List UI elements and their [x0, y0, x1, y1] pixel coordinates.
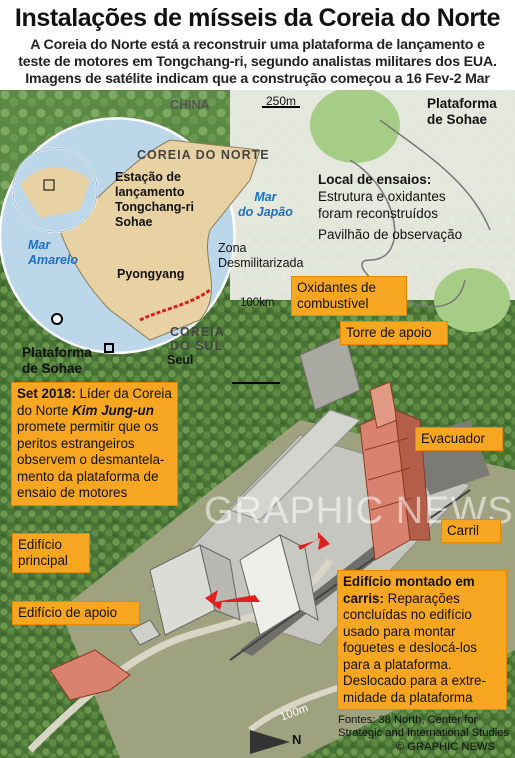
set2018-line: promete permitir que os	[17, 419, 159, 434]
site-illustration: GRAPHIC NEWS CHINA COREIA DO NORTE Estaç…	[0, 87, 515, 758]
main-building-line: Edifício	[18, 537, 62, 552]
sea-line: Amarelo	[28, 253, 79, 267]
label-tower: Torre de apoio	[340, 321, 448, 345]
set2018-line: mento da plataforma de	[17, 468, 159, 484]
inset-label-pad: Plataforma de Sohae	[427, 96, 497, 128]
sk-line: DO SUL	[170, 339, 224, 353]
test-site-line: foram reconstruídos	[318, 206, 439, 221]
inset-scale: 250m	[266, 94, 297, 108]
dmz-line: Desmilitarizada	[218, 256, 304, 270]
label-main-building: Edifício principal	[12, 533, 90, 573]
sea-line: do Japão	[238, 205, 293, 219]
label-rail: Carril	[441, 519, 501, 543]
sea-line: Mar	[28, 238, 51, 252]
rail-building-line: concluídas no edifício	[343, 607, 472, 622]
rail-building-line: foguetes e deslocá-los	[343, 640, 477, 655]
map-label-south-korea: COREIA DO SUL	[170, 325, 225, 353]
set2018-callout: Set 2018: Líder da Coreia do Norte Kim J…	[11, 382, 178, 506]
copyright: © GRAPHIC NEWS	[396, 741, 495, 753]
set2018-line: ensaio de motores	[17, 485, 128, 500]
map-scale: 100km	[240, 297, 275, 309]
set2018-line: peritos estrangeiros	[17, 435, 135, 451]
label-oxidants: Oxidantes de combustível	[291, 276, 407, 316]
inset-test-site: Local de ensaios: Estrutura e oxidantes …	[318, 171, 446, 222]
sources: Fontes: 38 North, Center for Strategic a…	[338, 714, 509, 740]
map-label-pyongyang: Pyongyang	[117, 267, 185, 281]
subtitle: A Coreia do Norte está a reconstruir uma…	[6, 37, 509, 88]
pad-line: de Sohae	[22, 361, 83, 376]
label-support-building: Edifício de apoio	[12, 601, 140, 625]
oxidant-line: Oxidantes de	[297, 280, 376, 295]
rail-building-callout: Edifício montado em carris: Reparações c…	[337, 570, 507, 710]
map-label-station: Estação de lançamento Tongchang-ri Sohae	[115, 170, 194, 230]
station-line: Estação de	[115, 170, 182, 184]
map-label-sea-of-japan: Mar do Japão	[238, 190, 293, 220]
map-label-dmz: Zona Desmilitarizada	[218, 241, 303, 271]
inset-pavilion: Pavilhão de observação	[318, 227, 463, 242]
source-line: Fontes: 38 North, Center for	[338, 714, 478, 726]
test-site-line: Estrutura e oxidantes	[318, 189, 446, 204]
source-line: Strategic and International Studies	[338, 727, 510, 739]
rail-building-line: Deslocado para a extre-	[343, 673, 486, 688]
inset-pad-line: de Sohae	[427, 112, 488, 127]
sk-line: COREIA	[170, 325, 225, 339]
page-title: Instalações de mísseis da Coreia do Nort…	[14, 4, 501, 32]
map-label-seoul: Seul	[167, 353, 194, 367]
set2018-name: Kim Jung-un	[72, 402, 154, 418]
station-line: Tongchang-ri	[115, 200, 194, 214]
set2018-line: observem o desmantela-	[17, 452, 165, 467]
set2018-lead: Set 2018:	[17, 386, 76, 401]
main-building-line: principal	[18, 553, 68, 568]
rail-building-heading: carris:	[343, 590, 384, 606]
dmz-line: Zona	[218, 241, 247, 255]
subtitle-line: Imagens de satélite indicam que a constr…	[25, 71, 490, 87]
set2018-text: Líder da Coreia	[75, 386, 172, 401]
subtitle-line: A Coreia do Norte está a reconstruir uma…	[30, 37, 485, 53]
inset-pad-line: Plataforma	[427, 96, 497, 111]
sea-line: Mar	[254, 190, 277, 204]
station-line: Sohae	[115, 215, 153, 229]
label-evacuator: Evacuador	[415, 427, 503, 451]
map-label-pad: Plataforma de Sohae	[22, 345, 92, 377]
rail-building-text: Reparações	[383, 590, 460, 606]
rail-building-line: usado para montar	[343, 623, 456, 639]
north-indicator: N	[292, 732, 302, 747]
rail-building-line: para a plataforma.	[343, 656, 452, 672]
subtitle-line: teste de motores em Tongchang-ri, segund…	[18, 54, 497, 70]
pad-line: Plataforma	[22, 345, 92, 360]
station-line: lançamento	[115, 185, 185, 199]
test-site-heading: Local de ensaios:	[318, 172, 432, 187]
rail-building-heading: Edifício montado em	[343, 574, 475, 589]
map-label-yellow-sea: Mar Amarelo	[28, 238, 78, 268]
map-label-north-korea: COREIA DO NORTE	[137, 148, 270, 162]
oxidant-line: combustível	[297, 296, 369, 311]
map-label-china: CHINA	[170, 98, 210, 112]
site-artwork	[0, 87, 515, 758]
set2018-text: do Norte	[17, 402, 73, 418]
rail-building-line: midade da plataforma	[343, 689, 473, 705]
